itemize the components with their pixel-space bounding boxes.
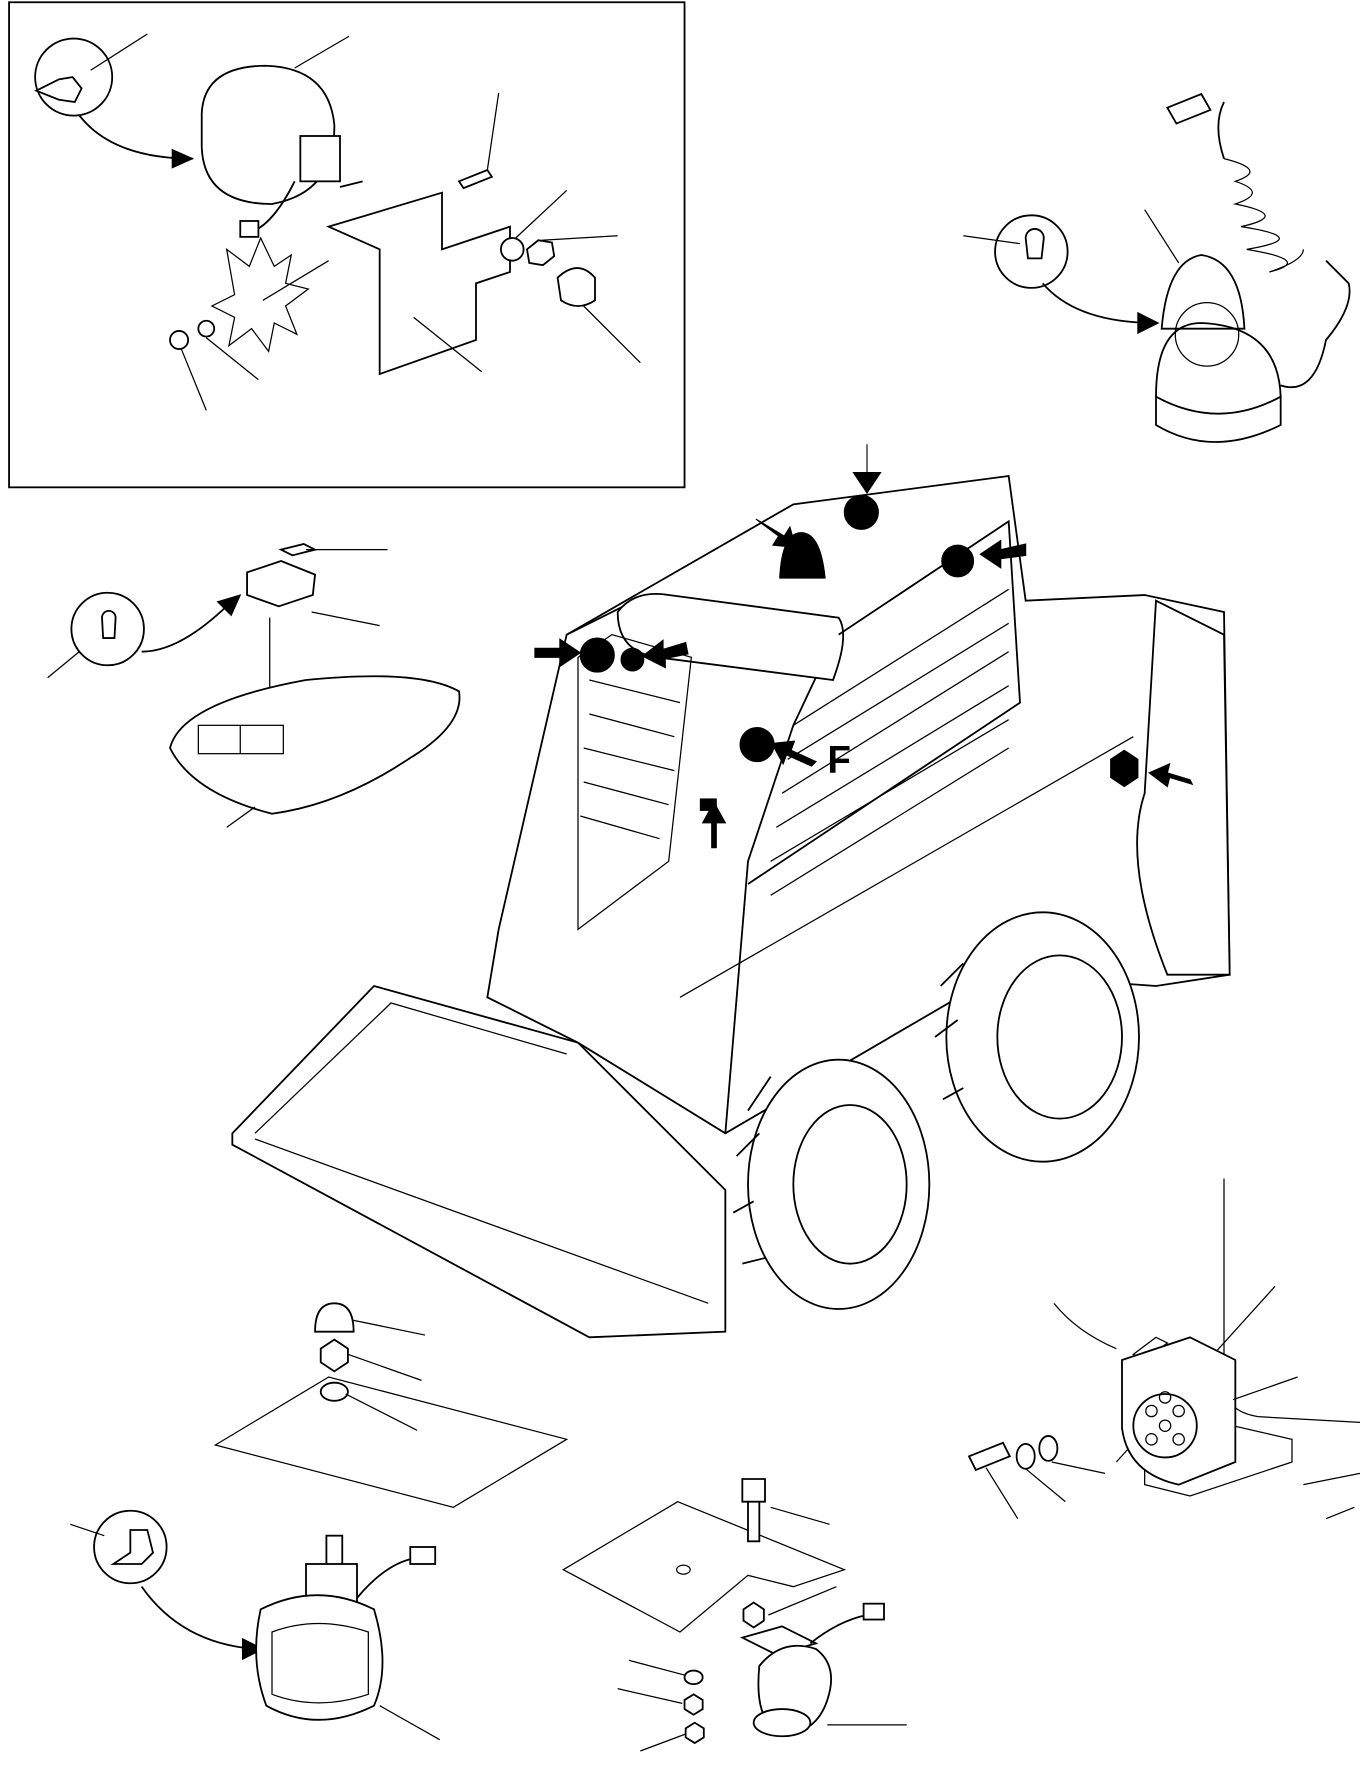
bulb-icon: [110, 1529, 155, 1565]
nut: [526, 239, 556, 267]
lift-arm: [1136, 599, 1231, 976]
screw: [967, 1441, 1012, 1472]
bulb-icon: [34, 76, 83, 103]
mounting-bracket: [326, 191, 511, 376]
socket-marker: [1110, 749, 1139, 788]
lamp-marker: [843, 494, 879, 530]
washer: [683, 1669, 704, 1686]
beacon-base: [1155, 395, 1282, 443]
lamp-marker: [941, 544, 975, 578]
switch-marker: [699, 798, 717, 811]
bucket: [231, 984, 727, 1339]
bulb-icon: [1024, 228, 1045, 260]
cab-grille-left: [577, 633, 693, 931]
bolt: [741, 1478, 766, 1543]
washer: [500, 237, 525, 262]
mounting-plate: [561, 1500, 847, 1633]
nut: [683, 1693, 704, 1716]
horn: [561, 1478, 907, 1752]
washer: [1038, 1435, 1059, 1462]
nut: [319, 1338, 349, 1373]
cab-roof-console: [169, 675, 461, 815]
plug: [1166, 92, 1212, 125]
lamp-marker: [620, 647, 645, 672]
bulb-detail-circle: [70, 591, 145, 667]
trailer-socket: [967, 1178, 1360, 1520]
view-label-f: F: [827, 739, 851, 782]
bolt: [457, 168, 494, 190]
bulb-detail-circle: [994, 214, 1069, 289]
bulb-detail-circle: [34, 37, 114, 117]
cab-dome-light-switch: [47, 543, 461, 828]
rear-wheel: [945, 911, 1140, 1163]
roof-window: [616, 593, 845, 681]
bulb-icon: [101, 609, 117, 639]
nut: [742, 1601, 765, 1629]
cab-mesh: [580, 588, 1009, 896]
washer: [1015, 1442, 1036, 1470]
skid-steer-loader: F: [231, 444, 1231, 1339]
lamp-marker: [579, 637, 615, 673]
cap-nut: [314, 1302, 355, 1333]
washer: [319, 1381, 349, 1402]
switch: [246, 560, 317, 608]
mounting-plate: [1144, 1404, 1293, 1497]
cap-nut: [556, 267, 596, 307]
mounting-surface: [210, 236, 310, 353]
lamp-housing: [255, 1594, 384, 1721]
rotating-beacon: [963, 92, 1351, 443]
pointer-arrows: [534, 444, 1194, 849]
mounting-plate: [213, 1376, 569, 1509]
bulb-detail-circle: [93, 1509, 168, 1585]
work-lamp-inset: [8, 1, 686, 489]
beacon-dome: [1160, 254, 1246, 330]
coiled-cable: [1223, 158, 1304, 273]
lamp-marker: [739, 727, 775, 763]
front-wheel: [747, 1058, 931, 1310]
front-work-lamp: [70, 1302, 569, 1741]
nut: [684, 1721, 705, 1745]
work-lamp-body: [200, 64, 336, 205]
